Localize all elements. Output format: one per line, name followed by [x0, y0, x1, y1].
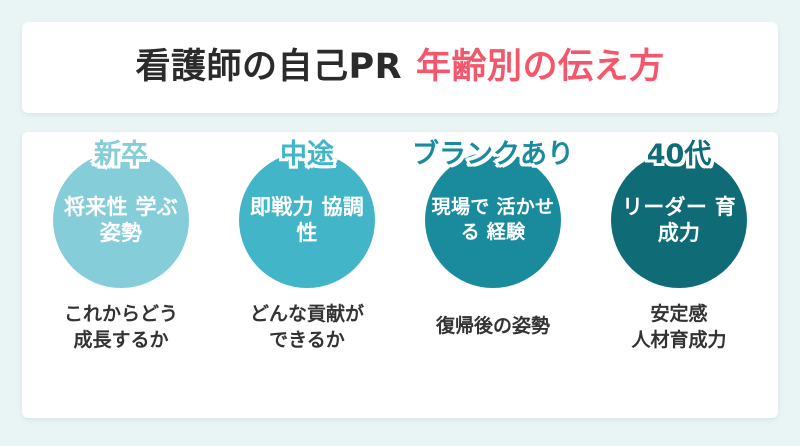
column-40dai: 40代 リーダー 育成力 安定感 人材育成力 [586, 132, 772, 418]
title-accent-text: 年齢別の伝え方 [416, 47, 665, 87]
column-shinsotsu: 新卒 将来性 学ぶ姿勢 これからどう 成長するか [28, 132, 214, 418]
circle-text-blank-ari: 現場で 活かせる 経験 [431, 196, 555, 243]
circle-wrap-40dai: リーダー 育成力 [611, 152, 747, 288]
caption-chuto: どんな貢献が できるか [249, 303, 364, 351]
circle-40dai: リーダー 育成力 [611, 152, 747, 288]
badge-label-shinsotsu: 新卒 [92, 139, 151, 171]
page-title: 看護師の自己PR 年齢別の伝え方 [135, 50, 664, 85]
column-group: 新卒 将来性 学ぶ姿勢 これからどう 成長するか 中途 即戦力 協調性 どんな貢… [22, 132, 778, 418]
circle-text-40dai: リーダー 育成力 [621, 194, 737, 245]
circle-wrap-shinsotsu: 将来性 学ぶ姿勢 [53, 152, 189, 288]
badge-label-blank-ari: ブランクあり [410, 139, 577, 171]
circle-wrap-chuto: 即戦力 協調性 [239, 152, 375, 288]
title-card: 看護師の自己PR 年齢別の伝え方 [22, 22, 778, 113]
title-main-text: 看護師の自己PR [135, 47, 403, 87]
caption-blank-ari: 復帰後の姿勢 [435, 315, 550, 337]
content-card: 新卒 将来性 学ぶ姿勢 これからどう 成長するか 中途 即戦力 協調性 どんな貢… [22, 132, 778, 418]
circle-blank-ari: 現場で 活かせる 経験 [425, 152, 561, 288]
caption-40dai: 安定感 人材育成力 [631, 303, 727, 351]
circle-text-chuto: 即戦力 協調性 [249, 194, 365, 245]
column-blank-ari: ブランクあり 現場で 活かせる 経験 復帰後の姿勢 [400, 132, 586, 418]
circle-shinsotsu: 将来性 学ぶ姿勢 [53, 152, 189, 288]
badge-label-chuto: 中途 [278, 139, 337, 171]
circle-text-shinsotsu: 将来性 学ぶ姿勢 [63, 194, 179, 245]
circle-wrap-blank-ari: 現場で 活かせる 経験 [425, 152, 561, 288]
caption-shinsotsu: これからどう 成長するか [63, 303, 178, 351]
column-chuto: 中途 即戦力 協調性 どんな貢献が できるか [214, 132, 400, 418]
circle-chuto: 即戦力 協調性 [239, 152, 375, 288]
badge-label-40dai: 40代 [644, 139, 714, 171]
